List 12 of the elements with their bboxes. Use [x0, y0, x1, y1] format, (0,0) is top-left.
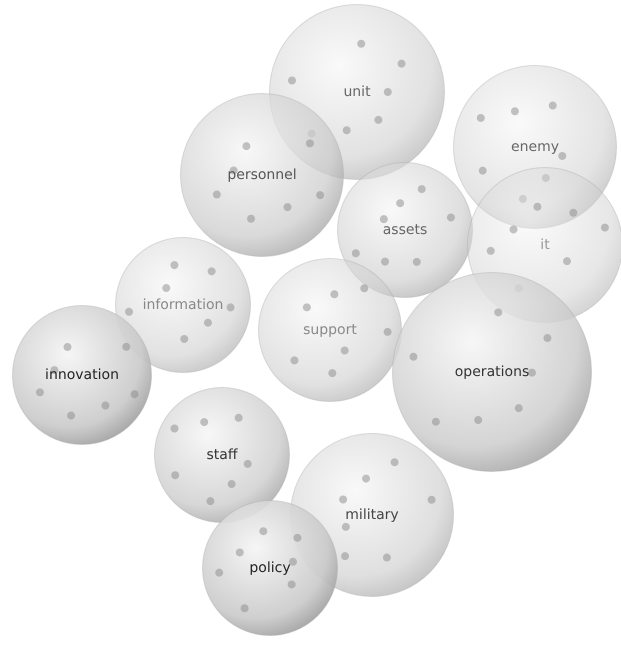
bubble-label: innovation	[45, 367, 119, 383]
bubble-label: information	[142, 297, 224, 313]
bubble-label: staff	[206, 447, 238, 463]
bubble-label: policy	[249, 560, 291, 576]
bubble-label: military	[345, 507, 399, 523]
bubble-label: unit	[343, 84, 371, 100]
bubble-label: personnel	[227, 167, 297, 183]
bubble-label: operations	[454, 364, 530, 380]
bubble-label: it	[540, 237, 550, 253]
bubble-label: support	[303, 322, 357, 338]
bubble-label: assets	[382, 222, 428, 238]
bubble-label: enemy	[510, 139, 560, 155]
